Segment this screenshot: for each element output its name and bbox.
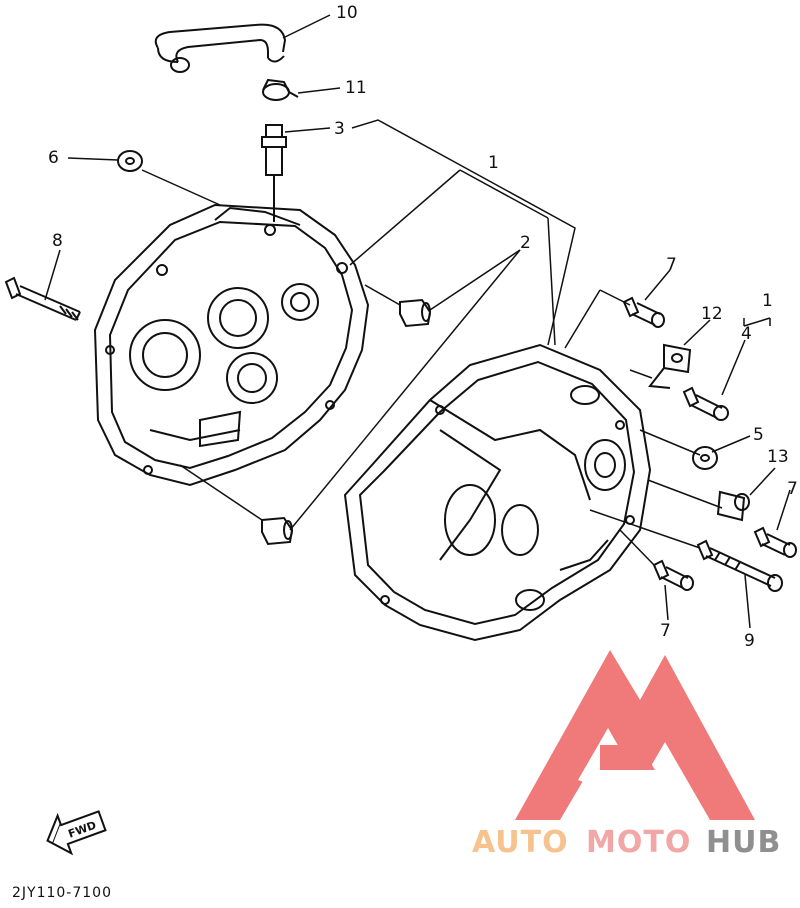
automotohub-logo-icon [515,650,755,820]
left-crankcase [93,203,370,487]
callout-2: 2 [520,233,531,253]
bolt-4 [682,386,729,421]
right-crankcase [343,343,652,642]
callout-6: 6 [48,148,59,168]
long-bolt-9 [696,539,783,592]
watermark-moto: MOTO [586,825,691,860]
watermark-wordmark: AUTO MOTO HUB [472,825,781,860]
clamp-13 [716,490,750,522]
bolt-7-upper [622,296,665,328]
watermark-auto: AUTO [472,825,569,860]
callout-12: 12 [701,304,723,324]
bolt-7-right [753,526,797,558]
leader-lines [44,14,791,629]
bracket-12 [648,343,692,389]
callout-8: 8 [52,231,63,251]
long-bolt-8 [4,276,81,321]
callout-5: 5 [753,425,764,445]
washer-6 [117,150,143,172]
callout-numbers: 10 11 3 6 1 2 8 7 12 1 4 5 13 7 7 9 [48,3,798,651]
callout-10: 10 [336,3,358,23]
callout-7-right: 7 [787,479,798,499]
fwd-arrow-icon: FWD [46,810,107,856]
dowel-pin-upper [399,298,432,328]
diagram-code: 2JY110-7100 [12,885,112,901]
bolt-7-lower [652,559,694,591]
callout-7-lower: 7 [660,621,671,641]
watermark-hub: HUB [706,825,781,860]
hose-clip [262,78,299,101]
callout-11: 11 [345,78,367,98]
callout-1-right: 1 [762,291,773,311]
callout-7-upper: 7 [666,255,677,275]
callout-13: 13 [767,447,789,467]
callout-9: 9 [744,631,755,651]
breather-fitting [261,124,287,222]
dowel-pin-lower [261,516,294,546]
callout-1: 1 [488,153,499,173]
callout-3: 3 [334,119,345,139]
washer-5 [692,446,718,470]
breather-hose [154,23,287,73]
callout-4: 4 [741,324,752,344]
